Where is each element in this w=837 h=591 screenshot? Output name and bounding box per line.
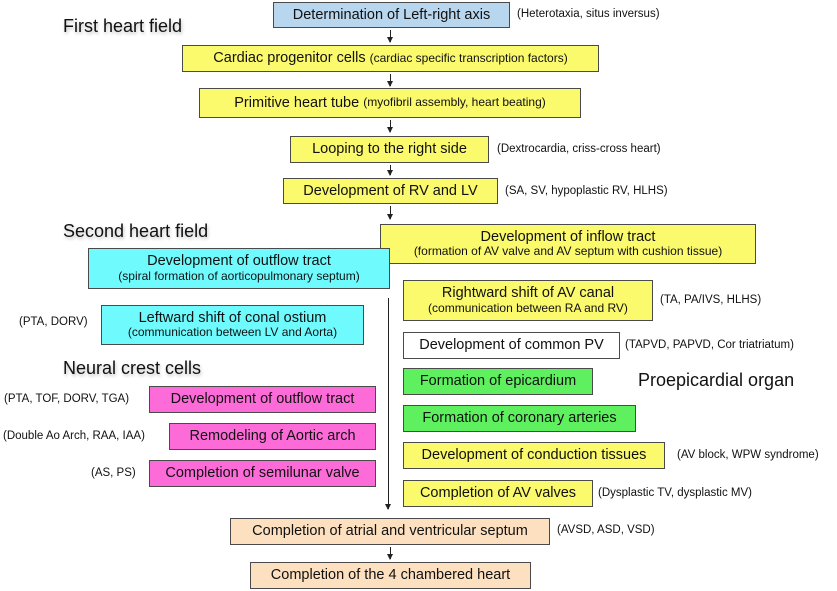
box-4-chambered-heart: Completion of the 4 chambered heart	[250, 562, 531, 589]
box-common-pv: Development of common PV	[403, 332, 620, 359]
note-av-valves: (Dysplastic TV, dysplastic MV)	[598, 487, 753, 499]
box-detail: (cardiac specific transcription factors)	[369, 50, 568, 65]
note-nc-outflow: (PTA, TOF, DORV, TGA)	[4, 393, 130, 405]
box-title: Primitive heart tube	[234, 94, 360, 111]
note-conal-ostium: (PTA, DORV)	[19, 316, 88, 328]
box-title: Leftward shift of conal ostium	[138, 309, 327, 326]
box-title: Development of conduction tissues	[421, 447, 647, 464]
box-atrial-ventricular-septum: Completion of atrial and ventricular sep…	[230, 518, 550, 545]
box-outflow-tract-shf: Development of outflow tract (spiral for…	[88, 248, 390, 289]
box-title: Completion of atrial and ventricular sep…	[252, 523, 528, 540]
box-title: Completion of AV valves	[419, 485, 577, 502]
box-detail: (spiral formation of aorticopulmonary se…	[118, 268, 360, 283]
section-first-heart-field: First heart field	[63, 16, 183, 36]
arrow-down-icon	[387, 30, 393, 43]
box-title: Development of outflow tract	[147, 253, 331, 270]
note-semilunar: (AS, PS)	[91, 467, 136, 479]
box-rightward-shift-av-canal: Rightward shift of AV canal (communicati…	[403, 280, 653, 321]
box-title: Development of common PV	[419, 337, 604, 354]
box-semilunar-valve: Completion of semilunar valve	[149, 460, 376, 487]
box-title: Formation of epicardium	[419, 373, 577, 390]
note-septum: (AVSD, ASD, VSD)	[557, 524, 655, 536]
note-aortic-arch: (Double Ao Arch, RAA, IAA)	[3, 430, 145, 442]
box-title: Development of outflow tract	[170, 391, 355, 408]
box-conduction-tissues: Development of conduction tissues	[403, 442, 665, 469]
box-epicardium: Formation of epicardium	[403, 368, 593, 395]
box-title: Looping to the right side	[312, 141, 467, 158]
box-title: Remodeling of Aortic arch	[189, 428, 356, 445]
note-common-pv: (TAPVD, PAPVD, Cor triatriatum)	[625, 339, 794, 351]
arrow-down-icon	[387, 165, 393, 176]
box-remodeling-aortic-arch: Remodeling of Aortic arch	[169, 423, 376, 450]
box-title: Completion of the 4 chambered heart	[270, 567, 511, 584]
box-title: Formation of coronary arteries	[422, 410, 617, 427]
arrow-down-icon	[387, 206, 393, 220]
box-primitive-heart-tube: Primitive heart tube (myofibril assembly…	[199, 88, 581, 118]
note-looping: (Dextrocardia, criss-cross heart)	[497, 143, 661, 155]
box-development-rv-lv: Development of RV and LV	[283, 178, 498, 204]
note-rv-lv: (SA, SV, hypoplastic RV, HLHS)	[505, 185, 668, 197]
box-detail: (formation of AV valve and AV septum wit…	[413, 244, 723, 259]
box-inflow-tract: Development of inflow tract (formation o…	[380, 224, 756, 264]
box-nc-outflow-tract: Development of outflow tract	[149, 386, 376, 413]
box-title: Cardiac progenitor cells	[213, 50, 366, 67]
section-second-heart-field: Second heart field	[63, 221, 209, 241]
box-detail: (communication between LV and Aorta)	[127, 325, 338, 340]
arrow-down-icon	[387, 547, 393, 560]
note-av-canal: (TA, PA/IVS, HLHS)	[660, 294, 762, 306]
box-looping-right-side: Looping to the right side	[290, 136, 489, 163]
box-title: Development of inflow tract	[480, 228, 656, 245]
note-conduction: (AV block, WPW syndrome)	[677, 449, 819, 461]
arrow-down-icon	[387, 74, 393, 87]
section-proepicardial-organ: Proepicardial organ	[638, 370, 795, 390]
box-title: Determination of Left-right axis	[292, 6, 491, 23]
box-title: Development of RV and LV	[303, 182, 478, 199]
box-left-right-axis: Determination of Left-right axis	[273, 2, 510, 28]
box-detail: (communication between RA and RV)	[428, 300, 628, 315]
arrow-down-icon	[387, 120, 393, 133]
section-neural-crest-cells: Neural crest cells	[63, 358, 202, 378]
box-leftward-shift-conal-ostium: Leftward shift of conal ostium (communic…	[101, 305, 364, 345]
box-av-valves: Completion of AV valves	[403, 480, 593, 507]
box-detail: (myofibril assembly, heart beating)	[363, 95, 546, 110]
box-title: Rightward shift of AV canal	[441, 285, 615, 302]
box-cardiac-progenitor-cells: Cardiac progenitor cells (cardiac specif…	[182, 45, 599, 72]
arrow-down-long-icon	[385, 298, 391, 510]
box-title: Completion of semilunar valve	[165, 465, 360, 482]
box-coronary-arteries: Formation of coronary arteries	[403, 405, 636, 432]
note-left-right-axis: (Heterotaxia, situs inversus)	[517, 8, 660, 20]
